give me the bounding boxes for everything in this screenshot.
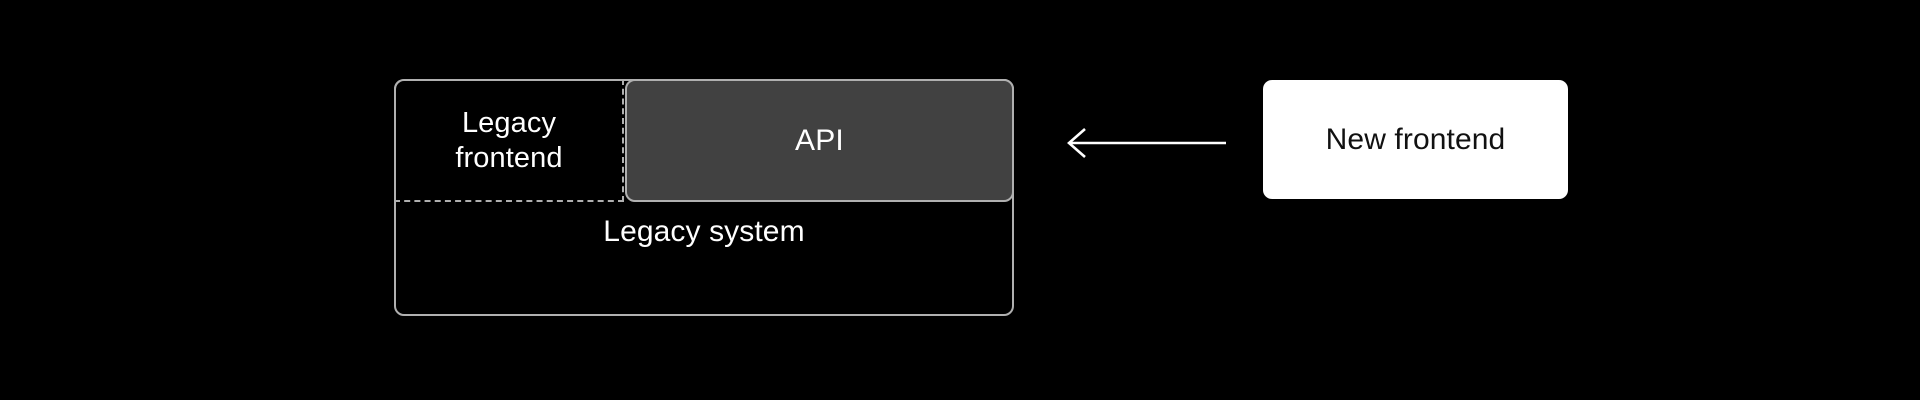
node-new-frontend[interactable]: New frontend	[1263, 80, 1568, 199]
node-legacy-frontend-label: Legacy frontend	[396, 106, 622, 176]
node-legacy-frontend[interactable]: Legacy frontend	[394, 79, 624, 202]
node-legacy-frontend-label-line2: frontend	[455, 141, 563, 174]
node-new-frontend-label: New frontend	[1325, 122, 1506, 156]
node-legacy-system-label: Legacy system	[603, 215, 805, 248]
node-legacy-frontend-label-line1: Legacy	[461, 106, 557, 139]
node-api[interactable]: API	[625, 79, 1014, 202]
node-api-label: API	[795, 123, 844, 157]
arrow-left-icon	[1067, 128, 1226, 158]
edge-new-frontend-to-api	[1060, 120, 1228, 166]
